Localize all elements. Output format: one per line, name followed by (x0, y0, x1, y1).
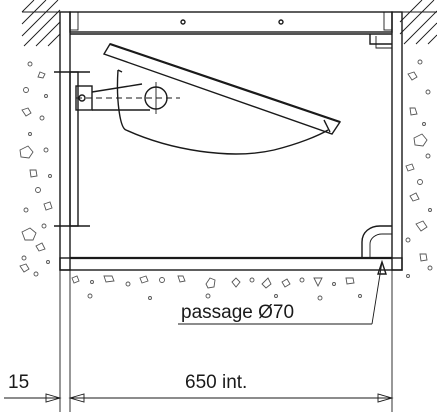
bracket-rail (69, 71, 79, 227)
drain-passage (361, 225, 392, 258)
ground-hatching-right (399, 0, 437, 45)
gravel-left (19, 61, 53, 277)
lid-bolt-left (180, 19, 186, 25)
ground-hatching-left (21, 0, 61, 47)
passage-label: passage Ø70 (181, 302, 294, 323)
floor-slab (59, 257, 403, 271)
tilted-cover (102, 42, 342, 155)
basin-bowl (116, 69, 329, 155)
wall-thickness-label: 15 (8, 372, 29, 393)
interior-width-label: 650 int. (185, 372, 247, 393)
cover-plate (102, 43, 342, 135)
chamber-walls (59, 11, 403, 271)
gravel-right (405, 59, 433, 278)
gravel-bottom (71, 275, 362, 301)
left-wall (59, 11, 71, 271)
lid-plate (69, 11, 393, 33)
lid-bolt-right (278, 19, 284, 25)
dimension-lines (4, 270, 394, 412)
right-wall (391, 11, 403, 271)
passage-leader (178, 259, 387, 325)
hinge-bracket (54, 71, 180, 227)
lid-frame (69, 11, 393, 49)
